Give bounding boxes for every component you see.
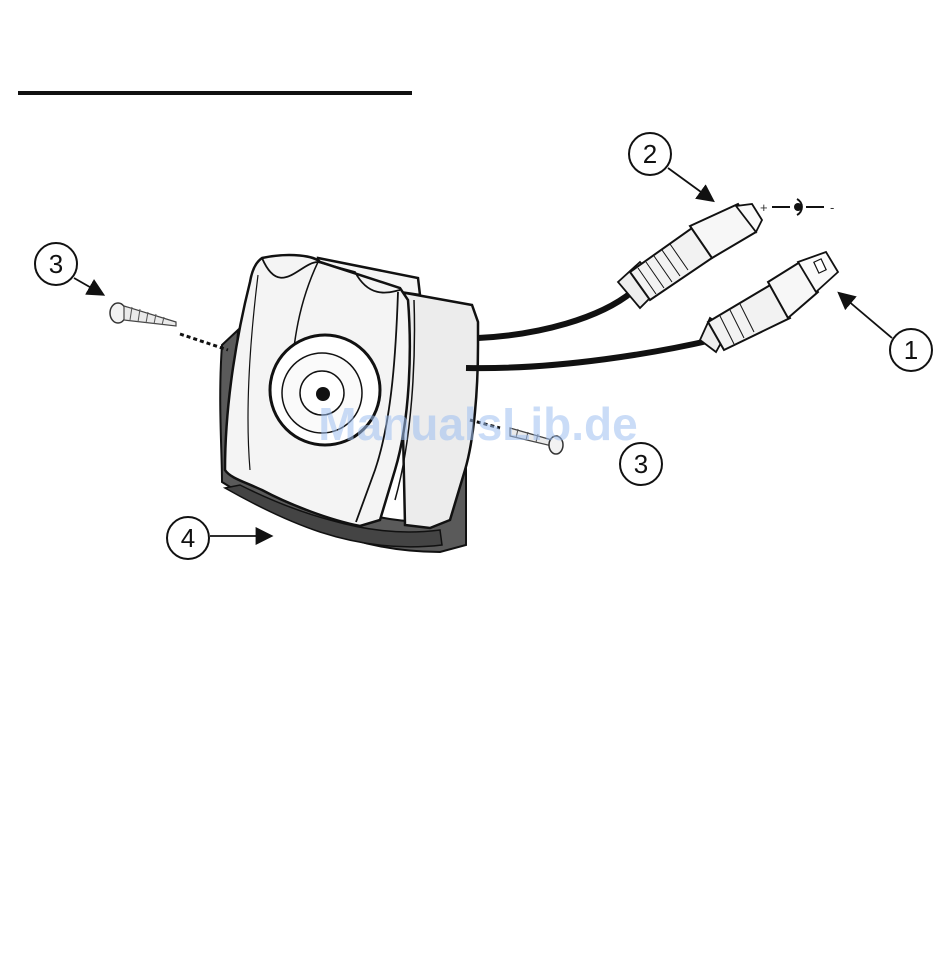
polarity-plus: +	[760, 200, 768, 215]
video-connector	[700, 252, 838, 352]
callout-4: 4	[167, 517, 270, 559]
power-connector	[618, 204, 762, 308]
dc-polarity-icon: + -	[760, 199, 834, 215]
cables	[466, 292, 712, 368]
callout-1: 1	[840, 294, 932, 371]
callout-4-label: 4	[181, 523, 195, 553]
watermark: ManualsLib.de	[318, 398, 637, 450]
callout-1-label: 1	[904, 335, 918, 365]
callout-2-label: 2	[643, 139, 657, 169]
callout-2: 2	[629, 133, 712, 200]
callout-3-left: 3	[35, 243, 102, 294]
callout-3-right-label: 3	[634, 449, 648, 479]
callout-3-left-label: 3	[49, 249, 63, 279]
screw-left	[110, 303, 228, 350]
polarity-minus: -	[830, 200, 834, 215]
